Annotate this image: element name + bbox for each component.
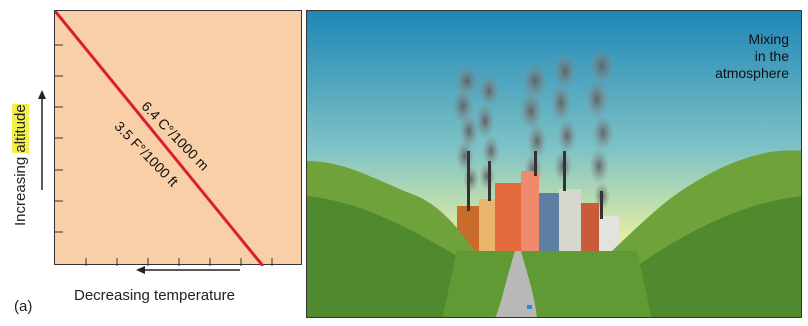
valley-floor [442, 251, 652, 317]
city-skyline [457, 151, 619, 251]
x-axis-ticks [85, 258, 273, 266]
smoke-plumes [452, 48, 615, 210]
right-hill-front [637, 196, 801, 317]
y-axis-label: Increasing altitude [12, 104, 29, 226]
left-arrow-icon [136, 266, 240, 274]
lapse-rate-graph [53, 10, 302, 267]
y-axis-label-prefix: Increasing [12, 152, 29, 226]
city-mixing-illustration: Mixing in the atmosphere [306, 10, 802, 318]
mixing-label-line1: Mixing [748, 31, 789, 47]
mixing-label-line2: in the [754, 48, 789, 64]
x-axis-label: Decreasing temperature [74, 287, 235, 304]
mixing-label-line3: atmosphere [715, 65, 789, 81]
road [495, 251, 537, 317]
y-axis-ticks [55, 44, 63, 233]
car [527, 305, 532, 309]
panel-label: (a) [14, 298, 33, 315]
mixing-label: Mixing in the atmosphere [715, 31, 789, 82]
illustration-art [307, 11, 801, 317]
graph-plot [53, 10, 273, 267]
up-arrow-icon [38, 90, 46, 190]
lapse-rate-line [53, 10, 265, 267]
y-axis-label-highlight: altitude [12, 104, 29, 153]
left-hill-front [307, 196, 457, 317]
